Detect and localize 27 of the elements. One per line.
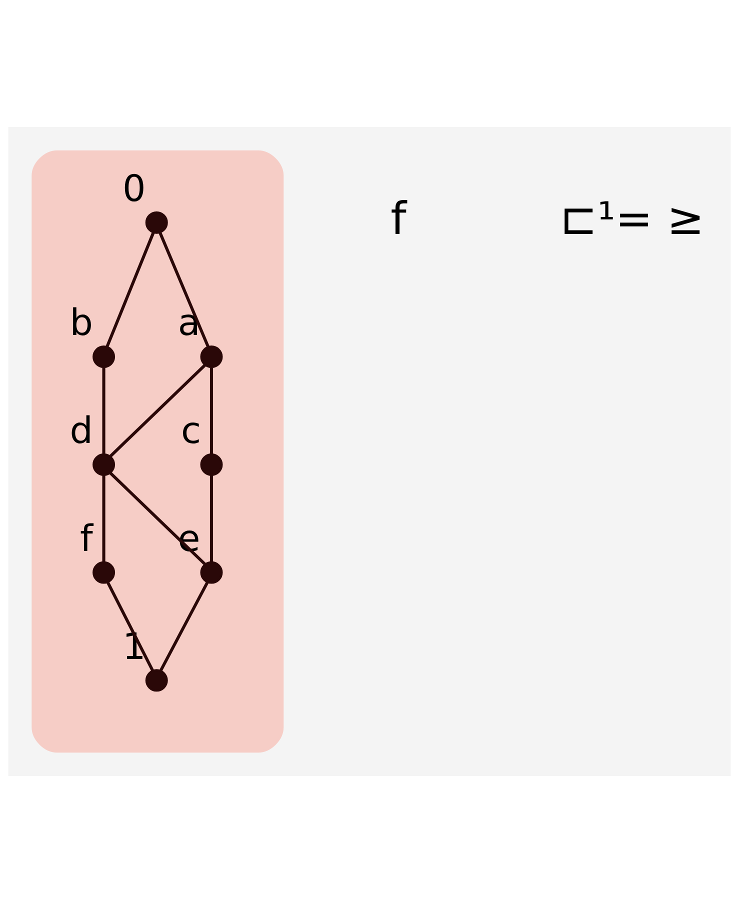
node-label: c <box>181 409 202 452</box>
node-circle <box>145 211 168 234</box>
node-circle <box>200 561 223 584</box>
node-circle <box>200 346 223 368</box>
connector <box>210 476 214 562</box>
connector <box>110 364 206 458</box>
connector <box>102 368 106 454</box>
node-label: a <box>178 301 200 344</box>
node-label: f <box>80 516 93 560</box>
node-label: d <box>70 409 93 452</box>
node-circle <box>92 453 116 476</box>
connector <box>102 476 106 562</box>
label: ⊏¹= ≥ <box>560 192 704 245</box>
connector <box>210 368 214 454</box>
connector <box>109 472 206 566</box>
node-circle <box>145 669 168 692</box>
node-label: 0 <box>122 166 146 210</box>
node-label: b <box>70 301 93 344</box>
label: f <box>390 192 406 245</box>
connector <box>106 582 154 672</box>
node-circle <box>92 561 116 584</box>
connector <box>106 232 155 348</box>
node-circle <box>200 453 223 476</box>
cluster <box>32 150 284 753</box>
connector <box>158 232 210 348</box>
node-circle <box>92 346 116 368</box>
connector <box>159 581 209 672</box>
